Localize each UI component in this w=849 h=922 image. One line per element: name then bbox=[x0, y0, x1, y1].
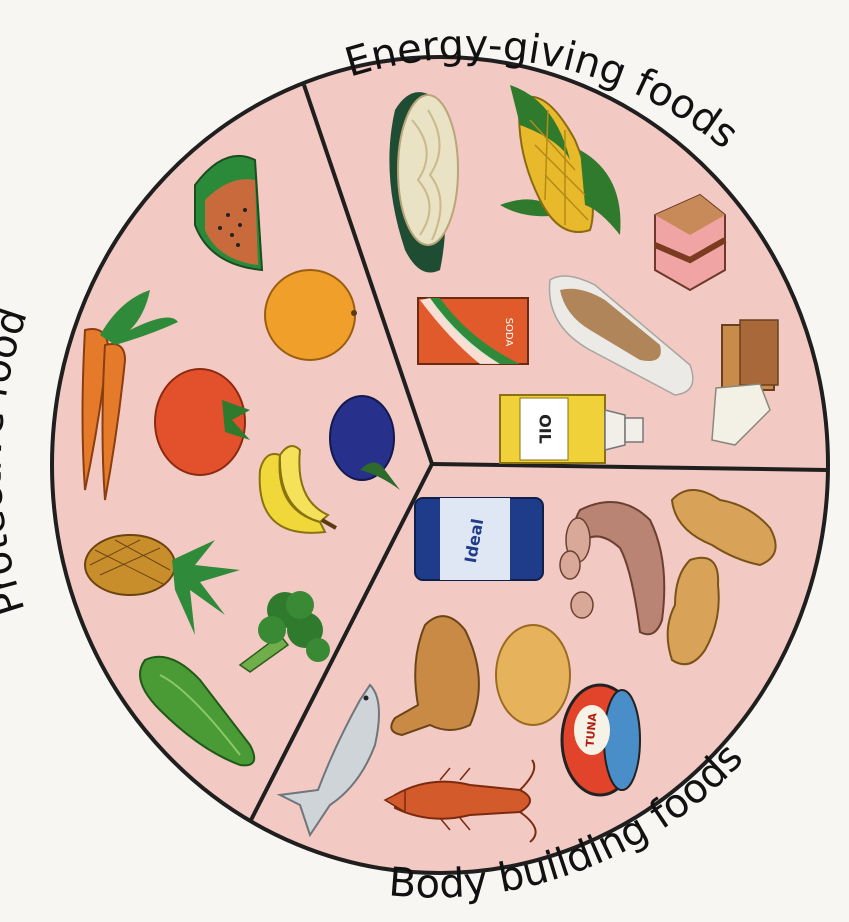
soda-label: SODA bbox=[503, 318, 514, 347]
oil-label: OIL bbox=[536, 414, 555, 444]
milk-can-icon: Ideal bbox=[415, 498, 543, 580]
bun-icon bbox=[496, 625, 570, 725]
soda-box-icon: SODA bbox=[418, 298, 528, 364]
cake-icon bbox=[655, 195, 725, 290]
tuna-can-icon: TUNA bbox=[562, 685, 640, 795]
orange-icon bbox=[265, 270, 357, 360]
protective-foods-label: Protective foods bbox=[0, 0, 37, 621]
